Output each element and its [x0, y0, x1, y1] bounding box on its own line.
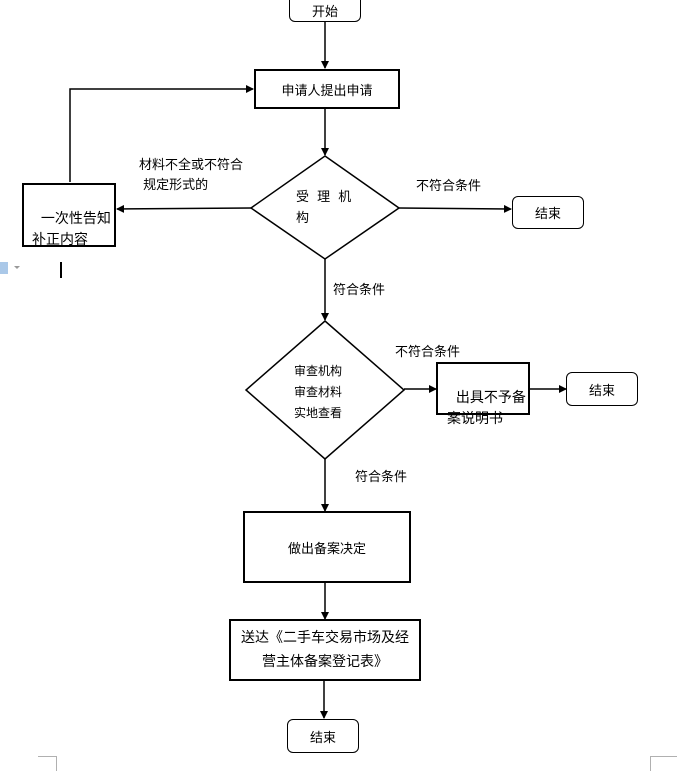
edge-label-incomplete: 材料不全或不符合 规定形式的: [139, 158, 244, 193]
make-decision-node[interactable]: 做出备案决定: [243, 511, 411, 583]
edge-label-accept-1: 符合条件: [333, 283, 386, 298]
end-node-3[interactable]: 结束: [287, 719, 359, 753]
end-node-1-label: 结束: [534, 207, 561, 222]
deliver-form-label: 送达《二手车交易市场及经 营主体备案登记表》: [241, 630, 409, 670]
end-node-3-label: 结束: [309, 730, 336, 746]
edge-label-reject-2: 不符合条件: [395, 345, 461, 360]
accept-decision-label: 受 理 机 构: [296, 190, 354, 226]
start-node[interactable]: 开始: [289, 0, 361, 22]
page-corner-right: [650, 756, 677, 771]
apply-node[interactable]: 申请人提出申请: [254, 69, 400, 109]
deliver-form-node[interactable]: 送达《二手车交易市场及经 营主体备案登记表》: [229, 619, 421, 681]
document-icon[interactable]: [0, 262, 8, 274]
edge-notify-apply: [69, 85, 254, 182]
dropdown-caret-icon[interactable]: [14, 266, 20, 269]
edge-label-reject-1: 不符合条件: [416, 179, 482, 194]
end-node-2[interactable]: 结束: [566, 372, 638, 406]
apply-node-label: 申请人提出申请: [281, 83, 373, 99]
start-node-label: 开始: [311, 4, 338, 20]
make-decision-label: 做出备案决定: [287, 541, 366, 557]
page-corner-left: [38, 756, 57, 771]
notify-fix-node[interactable]: 一次性告知 补正内容: [22, 183, 116, 248]
issue-refusal-node[interactable]: 出具不予备 案说明书: [436, 362, 530, 427]
end-node-2-label: 结束: [588, 383, 615, 399]
edge-accept-end1: [398, 204, 512, 213]
issue-refusal-label: 出具不予备 案说明书: [447, 390, 526, 427]
text-cursor: [60, 262, 62, 278]
edge-label-accept-2: 符合条件: [355, 470, 408, 485]
end-node-1[interactable]: 结束: [512, 196, 584, 229]
edge-accept-notify: [116, 204, 252, 213]
review-decision-label: 审查机构 审查材料 实地查看: [294, 364, 343, 420]
notify-fix-label: 一次性告知 补正内容: [32, 211, 111, 248]
